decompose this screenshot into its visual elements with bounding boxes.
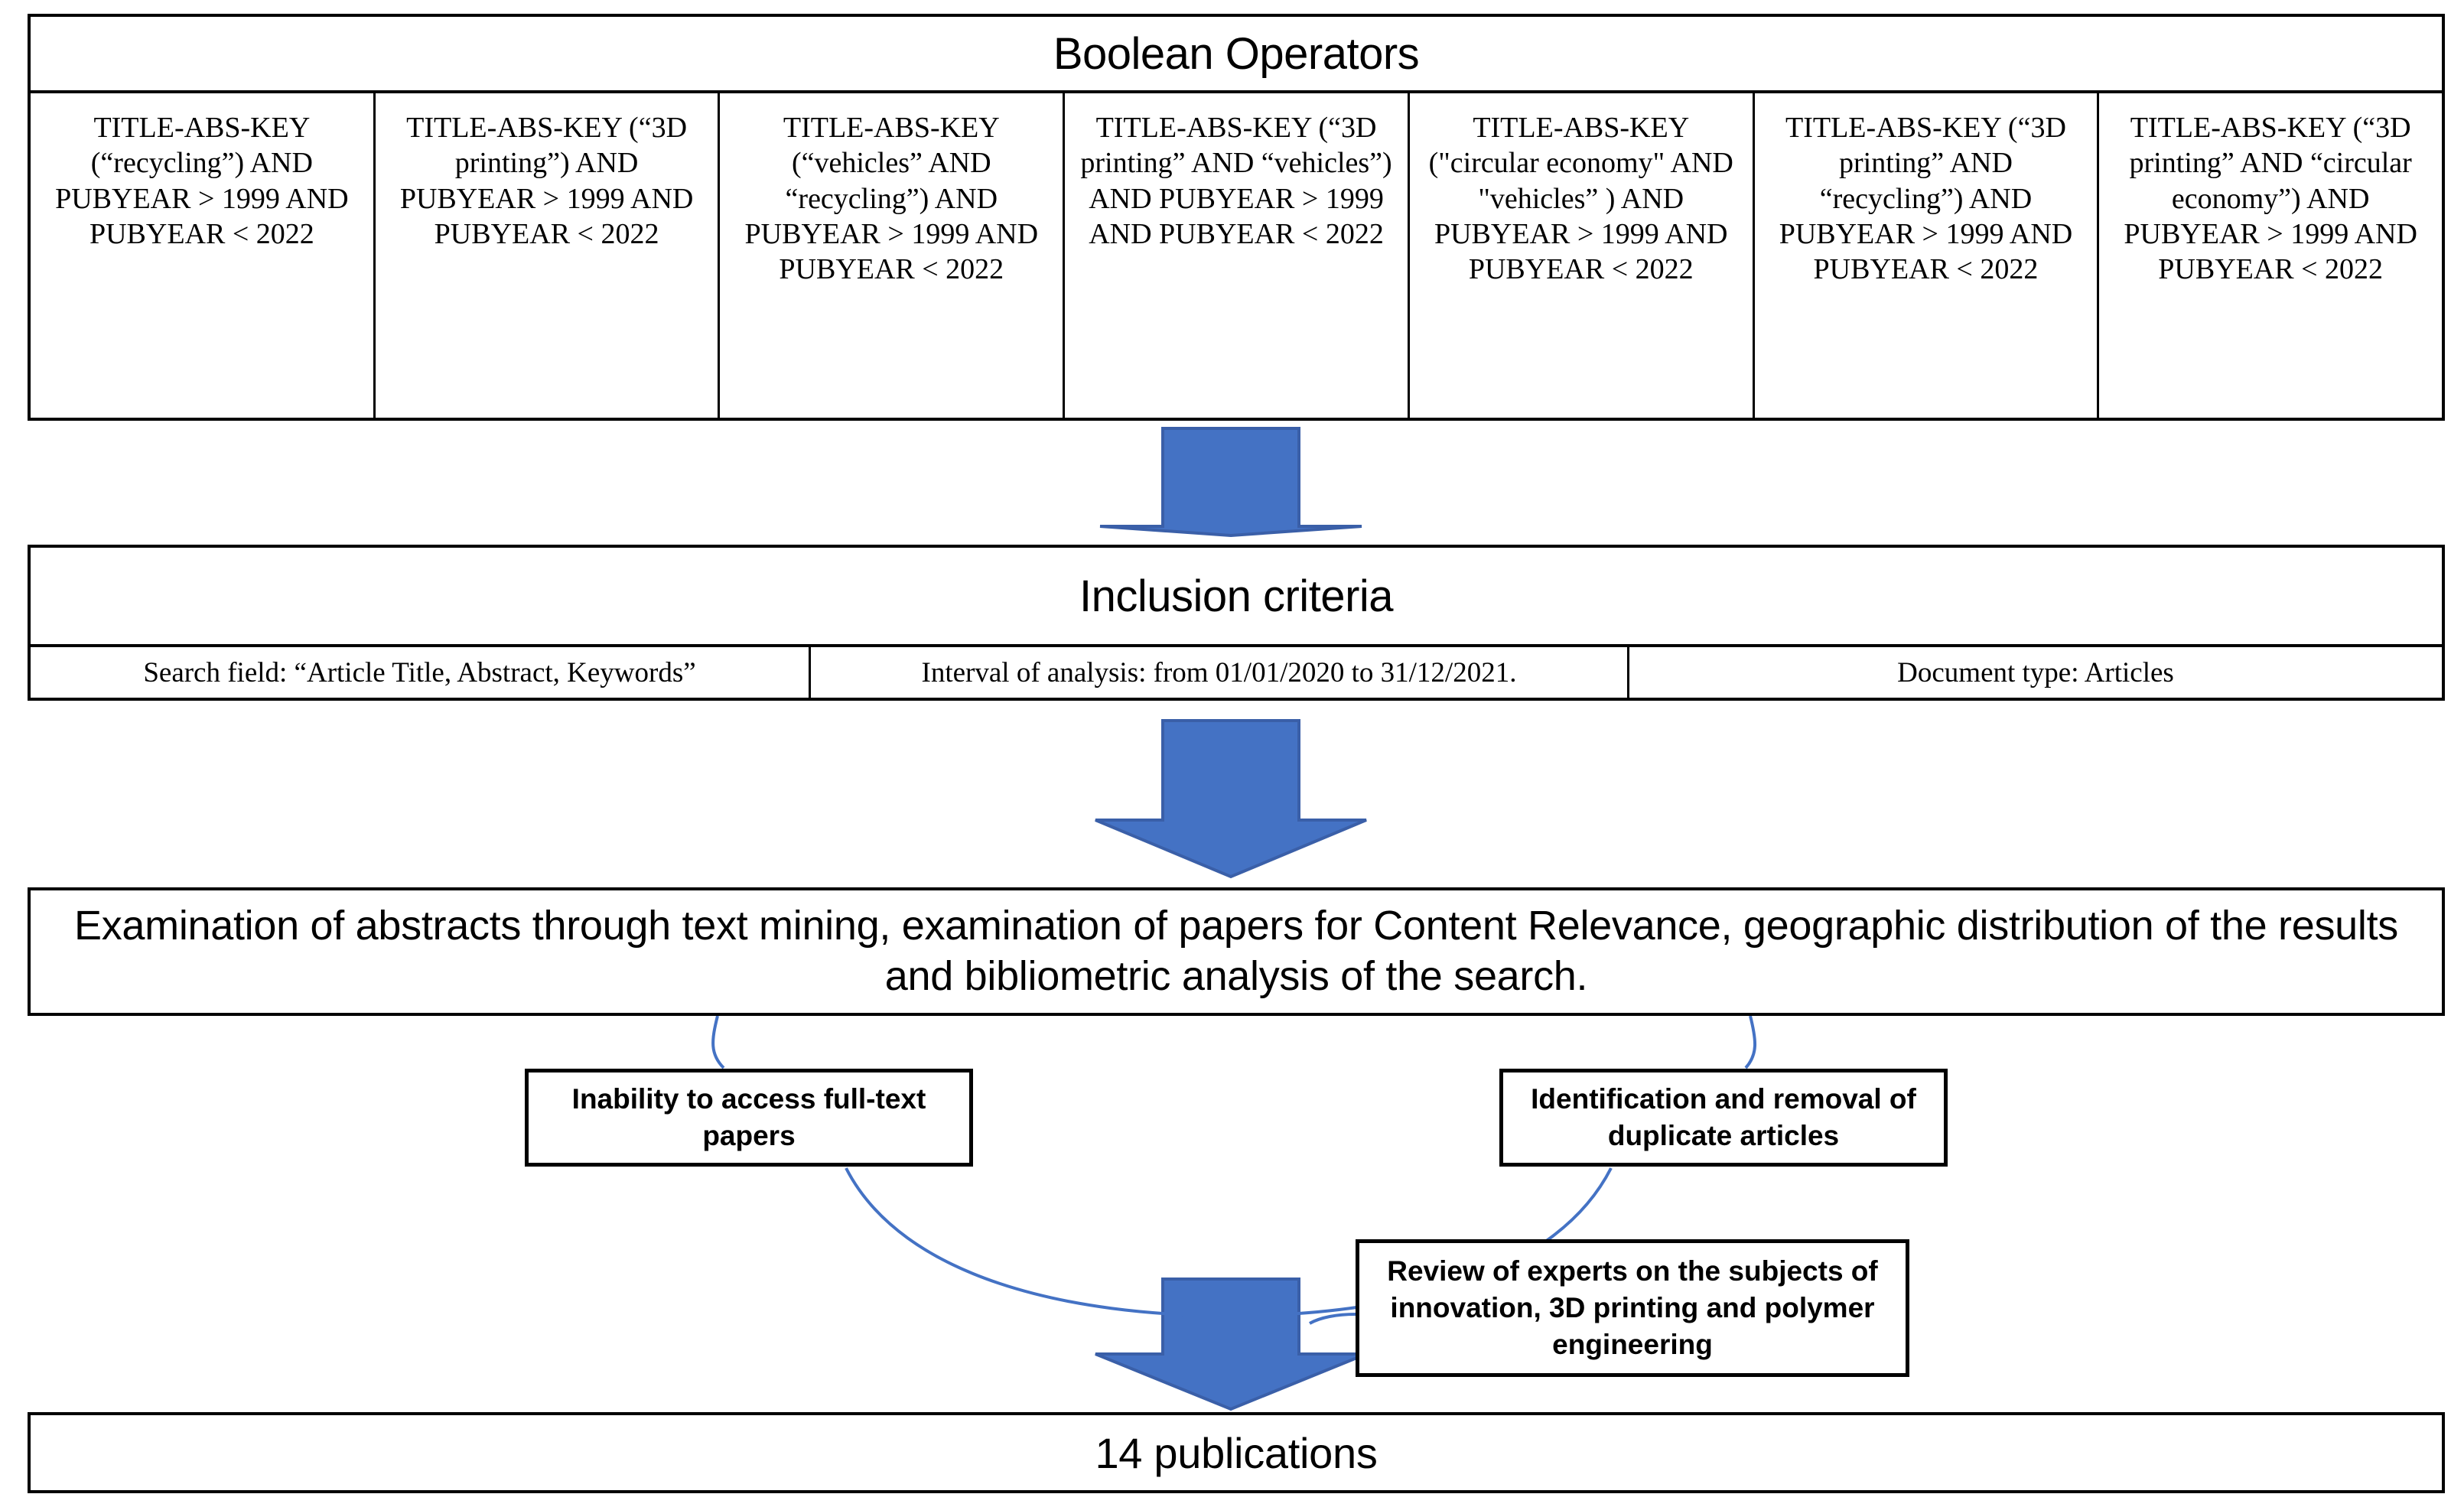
arrow-examination-to-result: [1095, 1278, 1367, 1411]
connector-experts-to-arrow: [1309, 1313, 1356, 1325]
boolean-query-row: TITLE-ABS-KEY (“recycling”) AND PUBYEAR …: [28, 93, 2445, 421]
inclusion-criteria-cell-search-field: Search field: “Article Title, Abstract, …: [31, 647, 811, 698]
boolean-query-cell-4: TITLE-ABS-KEY (“3D printing” AND “vehicl…: [1065, 93, 1410, 418]
boolean-operators-header: Boolean Operators: [28, 14, 2445, 93]
result-publications-text: 14 publications: [1095, 1428, 1378, 1477]
boolean-query-cell-5: TITLE-ABS-KEY ("circular economy" AND "v…: [1410, 93, 1755, 418]
query-text: TITLE-ABS-KEY (“recycling”) AND PUBYEAR …: [55, 112, 349, 251]
connector-exam-to-duplicates: [1744, 1015, 1757, 1069]
callout-text: Review of experts on the subjects of inn…: [1387, 1255, 1878, 1361]
callout-text: Identification and removal of duplicate …: [1531, 1082, 1916, 1151]
examination-box: Examination of abstracts through text mi…: [28, 887, 2445, 1016]
callout-expert-review: Review of experts on the subjects of inn…: [1356, 1239, 1909, 1377]
arrow-inclusion-to-examination: [1095, 719, 1367, 879]
callout-inability-full-text: Inability to access full-text papers: [525, 1069, 973, 1167]
callout-text: Inability to access full-text papers: [571, 1082, 926, 1151]
query-text: TITLE-ABS-KEY (“3D printing”) AND PUBYEA…: [399, 112, 694, 251]
criteria-text: Search field: “Article Title, Abstract, …: [143, 656, 696, 688]
query-text: TITLE-ABS-KEY (“3D printing” AND “circul…: [2124, 112, 2417, 286]
result-publications-box: 14 publications: [28, 1412, 2445, 1493]
query-text: TITLE-ABS-KEY ("circular economy" AND "v…: [1428, 112, 1733, 286]
criteria-text: Interval of analysis: from 01/01/2020 to…: [921, 656, 1517, 688]
connector-exam-to-fulltext: [711, 1015, 725, 1069]
boolean-query-cell-7: TITLE-ABS-KEY (“3D printing” AND “circul…: [2099, 93, 2442, 418]
boolean-operators-title: Boolean Operators: [1053, 28, 1420, 79]
query-text: TITLE-ABS-KEY (“vehicles” AND “recycling…: [744, 112, 1039, 286]
boolean-query-cell-2: TITLE-ABS-KEY (“3D printing”) AND PUBYEA…: [376, 93, 721, 418]
query-text: TITLE-ABS-KEY (“3D printing” AND “vehicl…: [1080, 112, 1392, 251]
callout-duplicate-removal: Identification and removal of duplicate …: [1499, 1069, 1948, 1167]
inclusion-criteria-cell-interval: Interval of analysis: from 01/01/2020 to…: [811, 647, 1629, 698]
inclusion-criteria-header: Inclusion criteria: [28, 545, 2445, 647]
query-text: TITLE-ABS-KEY (“3D printing” AND “recycl…: [1779, 112, 2073, 286]
arrow-boolean-to-inclusion: [1099, 427, 1362, 538]
criteria-text: Document type: Articles: [1897, 656, 2174, 688]
boolean-query-cell-1: TITLE-ABS-KEY (“recycling”) AND PUBYEAR …: [31, 93, 376, 418]
inclusion-criteria-title: Inclusion criteria: [1079, 571, 1394, 621]
boolean-query-cell-3: TITLE-ABS-KEY (“vehicles” AND “recycling…: [720, 93, 1066, 418]
inclusion-criteria-row: Search field: “Article Title, Abstract, …: [28, 647, 2445, 701]
inclusion-criteria-cell-document-type: Document type: Articles: [1629, 647, 2442, 698]
boolean-query-cell-6: TITLE-ABS-KEY (“3D printing” AND “recycl…: [1755, 93, 2100, 418]
examination-text: Examination of abstracts through text mi…: [73, 903, 2398, 999]
